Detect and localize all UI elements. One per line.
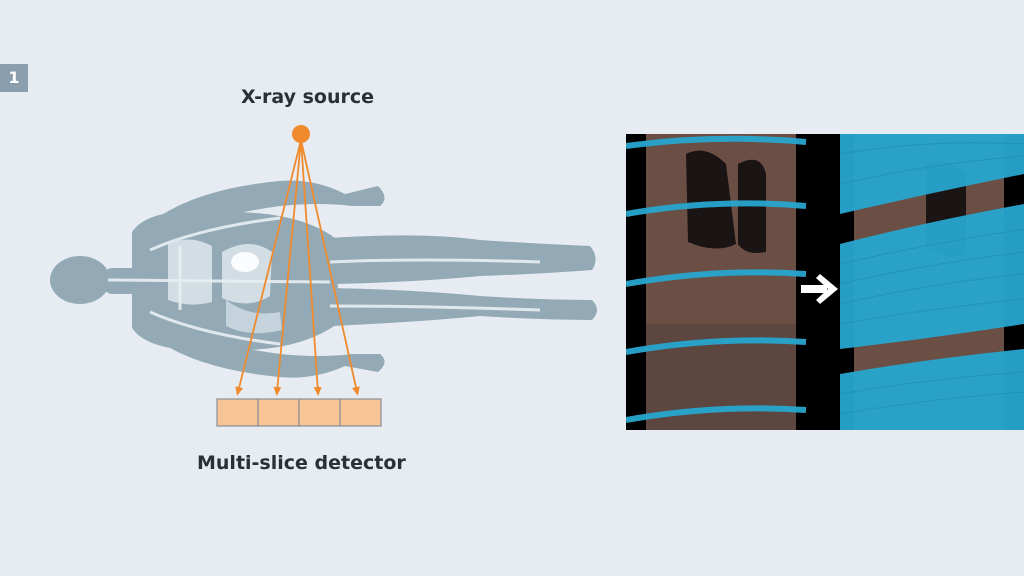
scan-image-single-helix [626, 134, 807, 430]
xray-beams [235, 139, 360, 396]
xray-source-label: X-ray source [241, 86, 374, 108]
detector-element [257, 398, 300, 427]
detector-element [298, 398, 341, 427]
multi-slice-detector [216, 398, 382, 427]
scan-image-multi-helix [839, 134, 1024, 430]
detector-element [216, 398, 259, 427]
detector-element [339, 398, 382, 427]
step-number-badge: 1 [0, 64, 28, 92]
helical-scan-comparison [626, 134, 1024, 430]
detector-label: Multi-slice detector [197, 452, 406, 474]
internal-organs [107, 216, 541, 346]
ct-scanner-diagram [50, 125, 597, 427]
arrow-right-icon [801, 274, 838, 304]
xray-source-icon [292, 125, 310, 143]
